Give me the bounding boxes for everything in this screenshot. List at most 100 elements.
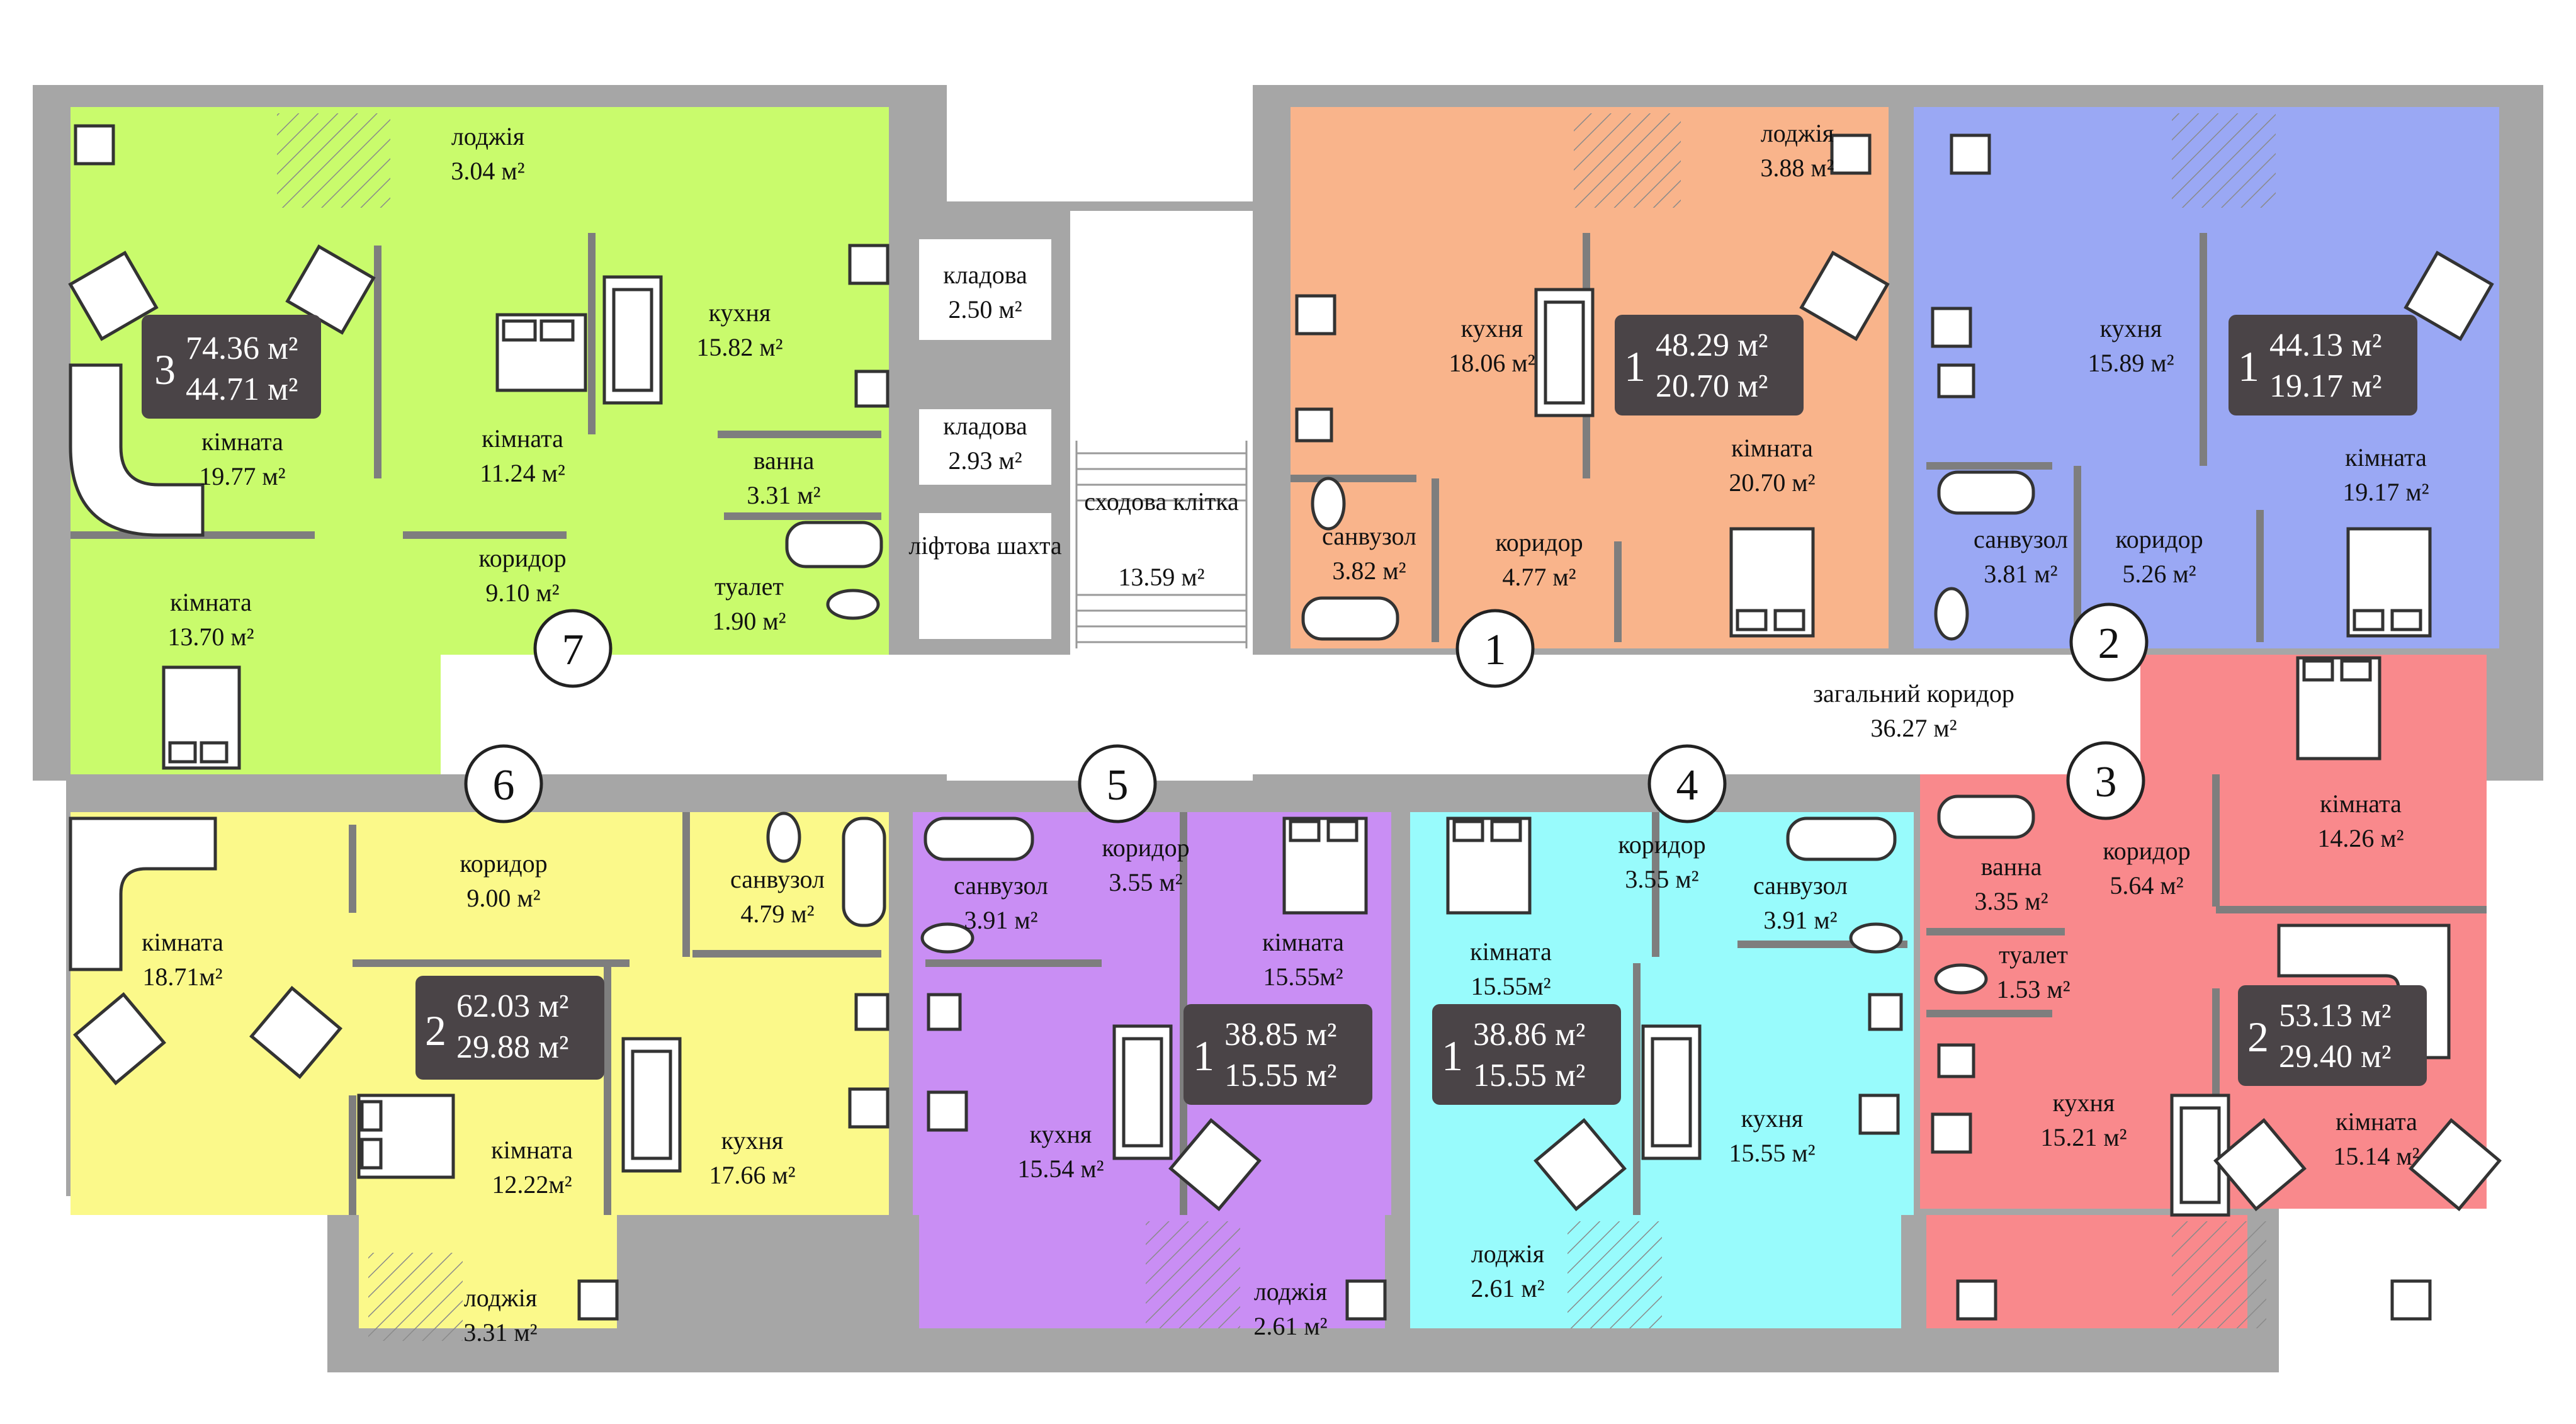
apartment-number-2: 2: [2069, 602, 2149, 682]
ac-unit-icon: [577, 1279, 619, 1321]
sofa-icon: [602, 275, 663, 405]
svg-text:5: 5: [1107, 761, 1129, 810]
room-name: кімната: [1731, 434, 1813, 462]
armchair-icon: [249, 986, 342, 1079]
armchair-icon: [68, 251, 159, 341]
room-name: коридор: [478, 544, 566, 572]
toilet-icon: [826, 589, 880, 620]
room-name: коридор: [460, 849, 547, 878]
ac-unit-icon: [74, 124, 115, 166]
stair-area: 13.59 м²: [1118, 563, 1204, 591]
room-area: 3.91 м²: [964, 906, 1037, 934]
room-area: 3.82 м²: [1332, 557, 1406, 585]
toilet-icon: [1849, 922, 1903, 954]
area-badge-apt-3: 2 53.13 м² 29.40 м²: [2238, 985, 2427, 1086]
ac-unit-icon: [2390, 1279, 2432, 1321]
bed-icon: [2296, 656, 2381, 760]
svg-text:15.55 м²: 15.55 м²: [1224, 1058, 1337, 1093]
room-area: 3.91 м²: [1763, 906, 1837, 934]
bed-icon: [1729, 527, 1815, 638]
stove-icon: [1858, 1093, 1900, 1135]
svg-text:38.85 м²: 38.85 м²: [1224, 1017, 1337, 1053]
svg-text:29.40 м²: 29.40 м²: [2279, 1039, 2392, 1075]
svg-text:6: 6: [493, 761, 515, 810]
sink-icon: [1295, 407, 1333, 443]
storage-area: 2.93 м²: [948, 446, 1022, 475]
room-area: 15.55 м²: [1729, 1139, 1815, 1167]
room-area: 15.82 м²: [696, 333, 782, 361]
bed-icon: [1446, 817, 1532, 915]
sink-icon: [1868, 993, 1903, 1031]
room-name: санвузол: [1974, 525, 2068, 553]
room-area: 3.81 м²: [1984, 560, 2057, 588]
room-name: кімната: [1470, 937, 1552, 966]
room-area: 13.70 м²: [167, 623, 254, 651]
room-area: 1.53 м²: [1996, 975, 2070, 1003]
room-name: туалет: [1999, 941, 2068, 969]
corridor-area: 36.27 м²: [1870, 714, 1957, 742]
bathtub-icon: [1301, 596, 1399, 641]
toilet-icon: [920, 922, 974, 954]
room-name: санвузол: [1753, 871, 1848, 900]
svg-text:1: 1: [2238, 342, 2259, 390]
room-name: кухня: [1030, 1120, 1092, 1148]
room-area: 15.89 м²: [2087, 349, 2174, 377]
apartment-number-3: 3: [2066, 741, 2145, 820]
storage-name: кладова: [943, 261, 1027, 289]
room-area: 3.31 м²: [463, 1318, 537, 1347]
bathtub-icon: [785, 521, 883, 568]
room-area: 4.79 м²: [740, 900, 814, 928]
stove-icon: [848, 1087, 890, 1129]
sink-icon: [1937, 363, 1975, 398]
sink-icon: [854, 993, 890, 1031]
room-name: кімната: [170, 588, 252, 616]
room-area: 3.04 м²: [451, 157, 524, 185]
armchair-icon: [2213, 1118, 2307, 1211]
storage-area: 2.50 м²: [948, 295, 1022, 324]
stove-icon: [1931, 1112, 1972, 1154]
stove-icon: [1931, 307, 1972, 348]
armchair-icon: [1168, 1118, 1262, 1211]
apartment-number-1: 1: [1455, 609, 1535, 688]
common-areas: [441, 211, 2140, 774]
corridor-name: загальний коридор: [1813, 679, 2014, 708]
room-area: 3.55 м²: [1625, 865, 1698, 893]
svg-text:62.03 м²: 62.03 м²: [456, 988, 569, 1024]
svg-text:44.13 м²: 44.13 м²: [2269, 327, 2382, 363]
room-name: туалет: [715, 572, 784, 601]
room-area: 9.00 м²: [466, 884, 540, 912]
stove-icon: [848, 244, 890, 285]
area-badge-apt-1: 1 48.29 м² 20.70 м²: [1615, 315, 1804, 415]
room-area: 5.64 м²: [2110, 871, 2183, 900]
room-name: ванна: [754, 446, 815, 475]
room-area: 20.70 м²: [1729, 468, 1815, 497]
room-area: 18.71м²: [142, 963, 222, 991]
room-area: 3.31 м²: [747, 481, 820, 509]
sofa-icon: [2170, 1093, 2230, 1217]
bed-icon: [162, 665, 241, 770]
room-name: лоджія: [1761, 119, 1834, 147]
sink-icon: [854, 370, 890, 408]
toilet-icon: [766, 811, 801, 863]
room-name: кімната: [2345, 443, 2427, 472]
svg-text:15.55 м²: 15.55 м²: [1473, 1058, 1586, 1093]
room-name: кухня: [721, 1126, 784, 1155]
area-badge-apt-5: 1 38.85 м² 15.55 м²: [1183, 1004, 1372, 1105]
room-area: 3.55 м²: [1109, 868, 1182, 896]
room-name: кухня: [1741, 1104, 1804, 1133]
bed-icon: [2346, 527, 2432, 638]
area-badge-apt-2: 1 44.13 м² 19.17 м²: [2229, 315, 2417, 415]
armchair-icon: [1534, 1118, 1627, 1211]
room-name: коридор: [2115, 525, 2203, 553]
room-name: кухня: [2100, 314, 2162, 342]
room-name: лоджія: [451, 122, 524, 150]
corner-sofa-icon: [69, 817, 217, 971]
room-area: 14.26 м²: [2317, 824, 2404, 852]
interior-walls: [71, 233, 2487, 1215]
room-name: кухня: [1461, 314, 1523, 342]
bathtub-icon: [1786, 817, 1897, 861]
ac-unit-icon: [1830, 133, 1872, 175]
room-name: кухня: [709, 298, 771, 327]
room-name: кімната: [1262, 928, 1344, 956]
armchair-icon: [2409, 1118, 2502, 1211]
